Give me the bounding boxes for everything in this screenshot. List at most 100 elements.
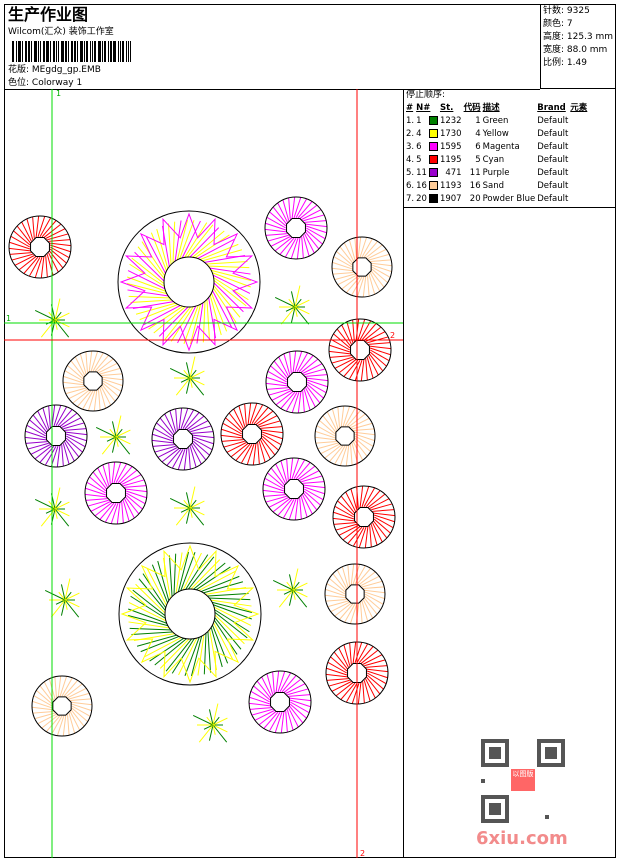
star-motif: [54, 508, 70, 517]
swatch: [428, 168, 438, 177]
stitch-line: [275, 463, 286, 484]
star-motif: [54, 508, 58, 519]
stitch-line: [152, 433, 174, 442]
design-width: 宽度: 88.0 mm: [543, 45, 608, 55]
stitch-line: [56, 715, 65, 736]
stitch-line: [32, 414, 47, 433]
star-motif: [54, 298, 61, 321]
star-motif: [60, 599, 66, 616]
stitch-line: [367, 493, 386, 508]
stitch-line: [349, 642, 352, 665]
guide-label-red: 2: [360, 849, 365, 858]
needle-number: 6: [416, 142, 422, 152]
ring-motif: [264, 196, 328, 260]
stitch-line: [315, 441, 337, 444]
stitch-line: [65, 439, 80, 458]
stitch-line: [223, 440, 245, 448]
stitch-line: [333, 256, 353, 268]
stitch-line: [363, 680, 371, 702]
stitch-line: [362, 681, 365, 704]
stitch-line: [125, 488, 148, 493]
stitch-line: [353, 428, 375, 431]
stitch-line: [51, 715, 63, 735]
star-motif: [180, 377, 191, 383]
stitch-line: [337, 274, 357, 286]
stitch-line: [35, 215, 40, 238]
stitch-line: [168, 555, 173, 598]
stitch-line: [363, 326, 382, 341]
stitch-line: [144, 636, 183, 658]
stitch-line: [158, 305, 190, 337]
stitch-line: [211, 623, 229, 664]
stitch-line: [31, 706, 53, 711]
row-index: 5.: [406, 168, 415, 178]
stitch-line: [324, 594, 346, 599]
star-motif: [115, 429, 131, 438]
stitch-line: [148, 305, 185, 330]
stitch-line: [366, 670, 388, 679]
star-motif: [50, 599, 66, 618]
stitch-line: [92, 352, 104, 372]
stitch-line: [197, 570, 236, 592]
stitch-line: [363, 487, 376, 508]
stitch-line: [90, 501, 111, 512]
stitch-line: [49, 242, 72, 247]
stitch-line: [198, 243, 239, 261]
stitch-line: [365, 678, 376, 699]
brand: Default: [537, 155, 569, 165]
stitch-line: [301, 236, 304, 259]
ring-motif: [151, 407, 215, 471]
stitch-line: [146, 568, 168, 607]
stitch-line: [373, 516, 394, 529]
star-motif: [212, 717, 228, 726]
company-name: Wilcom(汇众) 装饰工作室: [8, 27, 114, 37]
stitch-line: [207, 630, 212, 673]
ring-hole: [46, 426, 66, 446]
stitch-line: [153, 305, 187, 334]
stitch-line: [111, 461, 116, 484]
stitch-line: [37, 410, 48, 431]
stitch-line: [352, 526, 365, 547]
ring-hole: [352, 257, 372, 277]
stitch-line: [301, 209, 322, 220]
stitch-line: [265, 495, 287, 503]
stitch-line: [51, 404, 56, 427]
star-motif: [64, 599, 68, 610]
stitch-line: [125, 490, 147, 499]
element: [569, 128, 588, 141]
color-description: Magenta: [482, 142, 520, 152]
stitch-line: [98, 362, 118, 374]
stitch-line: [346, 321, 354, 343]
stitch-line: [39, 217, 52, 238]
star-motif: [288, 589, 294, 606]
stitch-line: [285, 391, 298, 412]
stitch-line: [121, 501, 124, 524]
stitch-line: [154, 445, 176, 453]
ring-motif: [84, 461, 148, 525]
stitch-line: [372, 509, 395, 512]
stitch-line: [191, 444, 202, 465]
stitch-line: [341, 566, 349, 588]
stitch-line: [68, 692, 90, 700]
table-row: 5. 11 471 11 Purple Default: [405, 167, 588, 180]
star-motif: [115, 436, 131, 445]
ring-hole: [106, 483, 126, 503]
stitch-line: [21, 221, 32, 242]
color-code: 20: [469, 194, 481, 204]
stitch-line: [334, 273, 356, 281]
stitch-line: [186, 415, 205, 430]
stitch-line: [369, 345, 392, 350]
stitch-line: [210, 271, 251, 288]
stitch-line: [288, 694, 311, 697]
stitch-line: [280, 391, 296, 409]
stitch-line: [117, 466, 133, 484]
column-header: N#: [416, 103, 431, 113]
stitch-line: [369, 349, 390, 362]
table-row: 7. 20 1907 20 Powder Blue Default: [405, 193, 588, 206]
stitch-line: [257, 442, 260, 465]
stitch-line: [250, 690, 271, 703]
stitch-line: [32, 711, 54, 714]
star-motif: [189, 486, 196, 509]
stitch-line: [164, 413, 175, 434]
stitch-line: [213, 608, 250, 633]
